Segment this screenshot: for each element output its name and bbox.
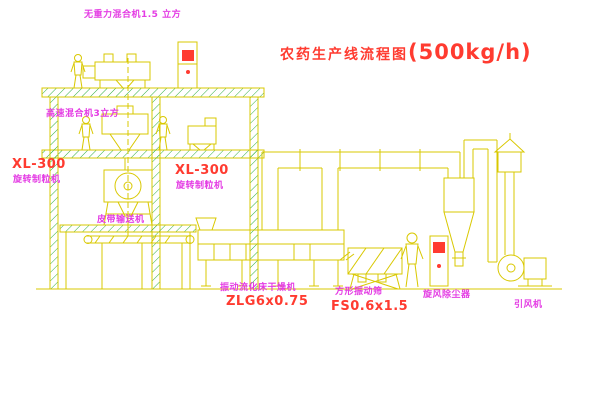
vibrating-screen xyxy=(347,247,403,290)
label-screen-name: 方形振动筛 xyxy=(335,287,383,297)
operator-figure-floor2-left xyxy=(78,116,94,151)
label-screen-model: FS0.6x1.5 xyxy=(331,299,409,314)
label-granulator-left-name: 旋转制粒机 xyxy=(13,175,61,185)
granulator-small xyxy=(187,117,217,151)
control-cabinet-ground xyxy=(429,235,449,287)
rotary-granulator xyxy=(103,169,153,236)
label-belt-conveyor: 皮带输送机 xyxy=(97,215,145,225)
label-dryer-model: ZLG6x0.75 xyxy=(226,294,309,309)
label-dryer-name: 振动流化床干燥机 xyxy=(220,283,297,293)
label-granulator-center-model: XL-300 xyxy=(175,163,229,178)
operator-figure-floor2-right xyxy=(155,116,171,151)
label-cyclone: 旋风除尘器 xyxy=(423,290,471,300)
gravity-free-mixer xyxy=(82,53,151,89)
label-granulator-center-name: 旋转制粒机 xyxy=(176,181,224,191)
exhaust-duct xyxy=(261,149,461,230)
drawing-title: 农药生产线流程图 (500kg/h) xyxy=(280,40,532,64)
title-text: 农药生产线流程图 xyxy=(280,47,408,63)
belt-conveyor xyxy=(83,235,195,289)
high-speed-mixer xyxy=(101,105,149,170)
label-fan: 引风机 xyxy=(514,300,543,310)
operator-figure-ground xyxy=(400,232,424,288)
control-cabinet-top xyxy=(177,41,198,89)
label-high-speed-mixer: 高速混合机3立方 xyxy=(46,109,120,119)
cyclone-separator xyxy=(443,139,498,267)
fluid-bed-dryer xyxy=(195,217,355,287)
label-granulator-left-model: XL-300 xyxy=(12,157,66,172)
induced-draft-fan xyxy=(493,133,552,287)
label-gravity-free-mixer: 无重力混合机1.5 立方 xyxy=(84,10,182,20)
title-capacity: (500kg/h) xyxy=(408,40,532,64)
